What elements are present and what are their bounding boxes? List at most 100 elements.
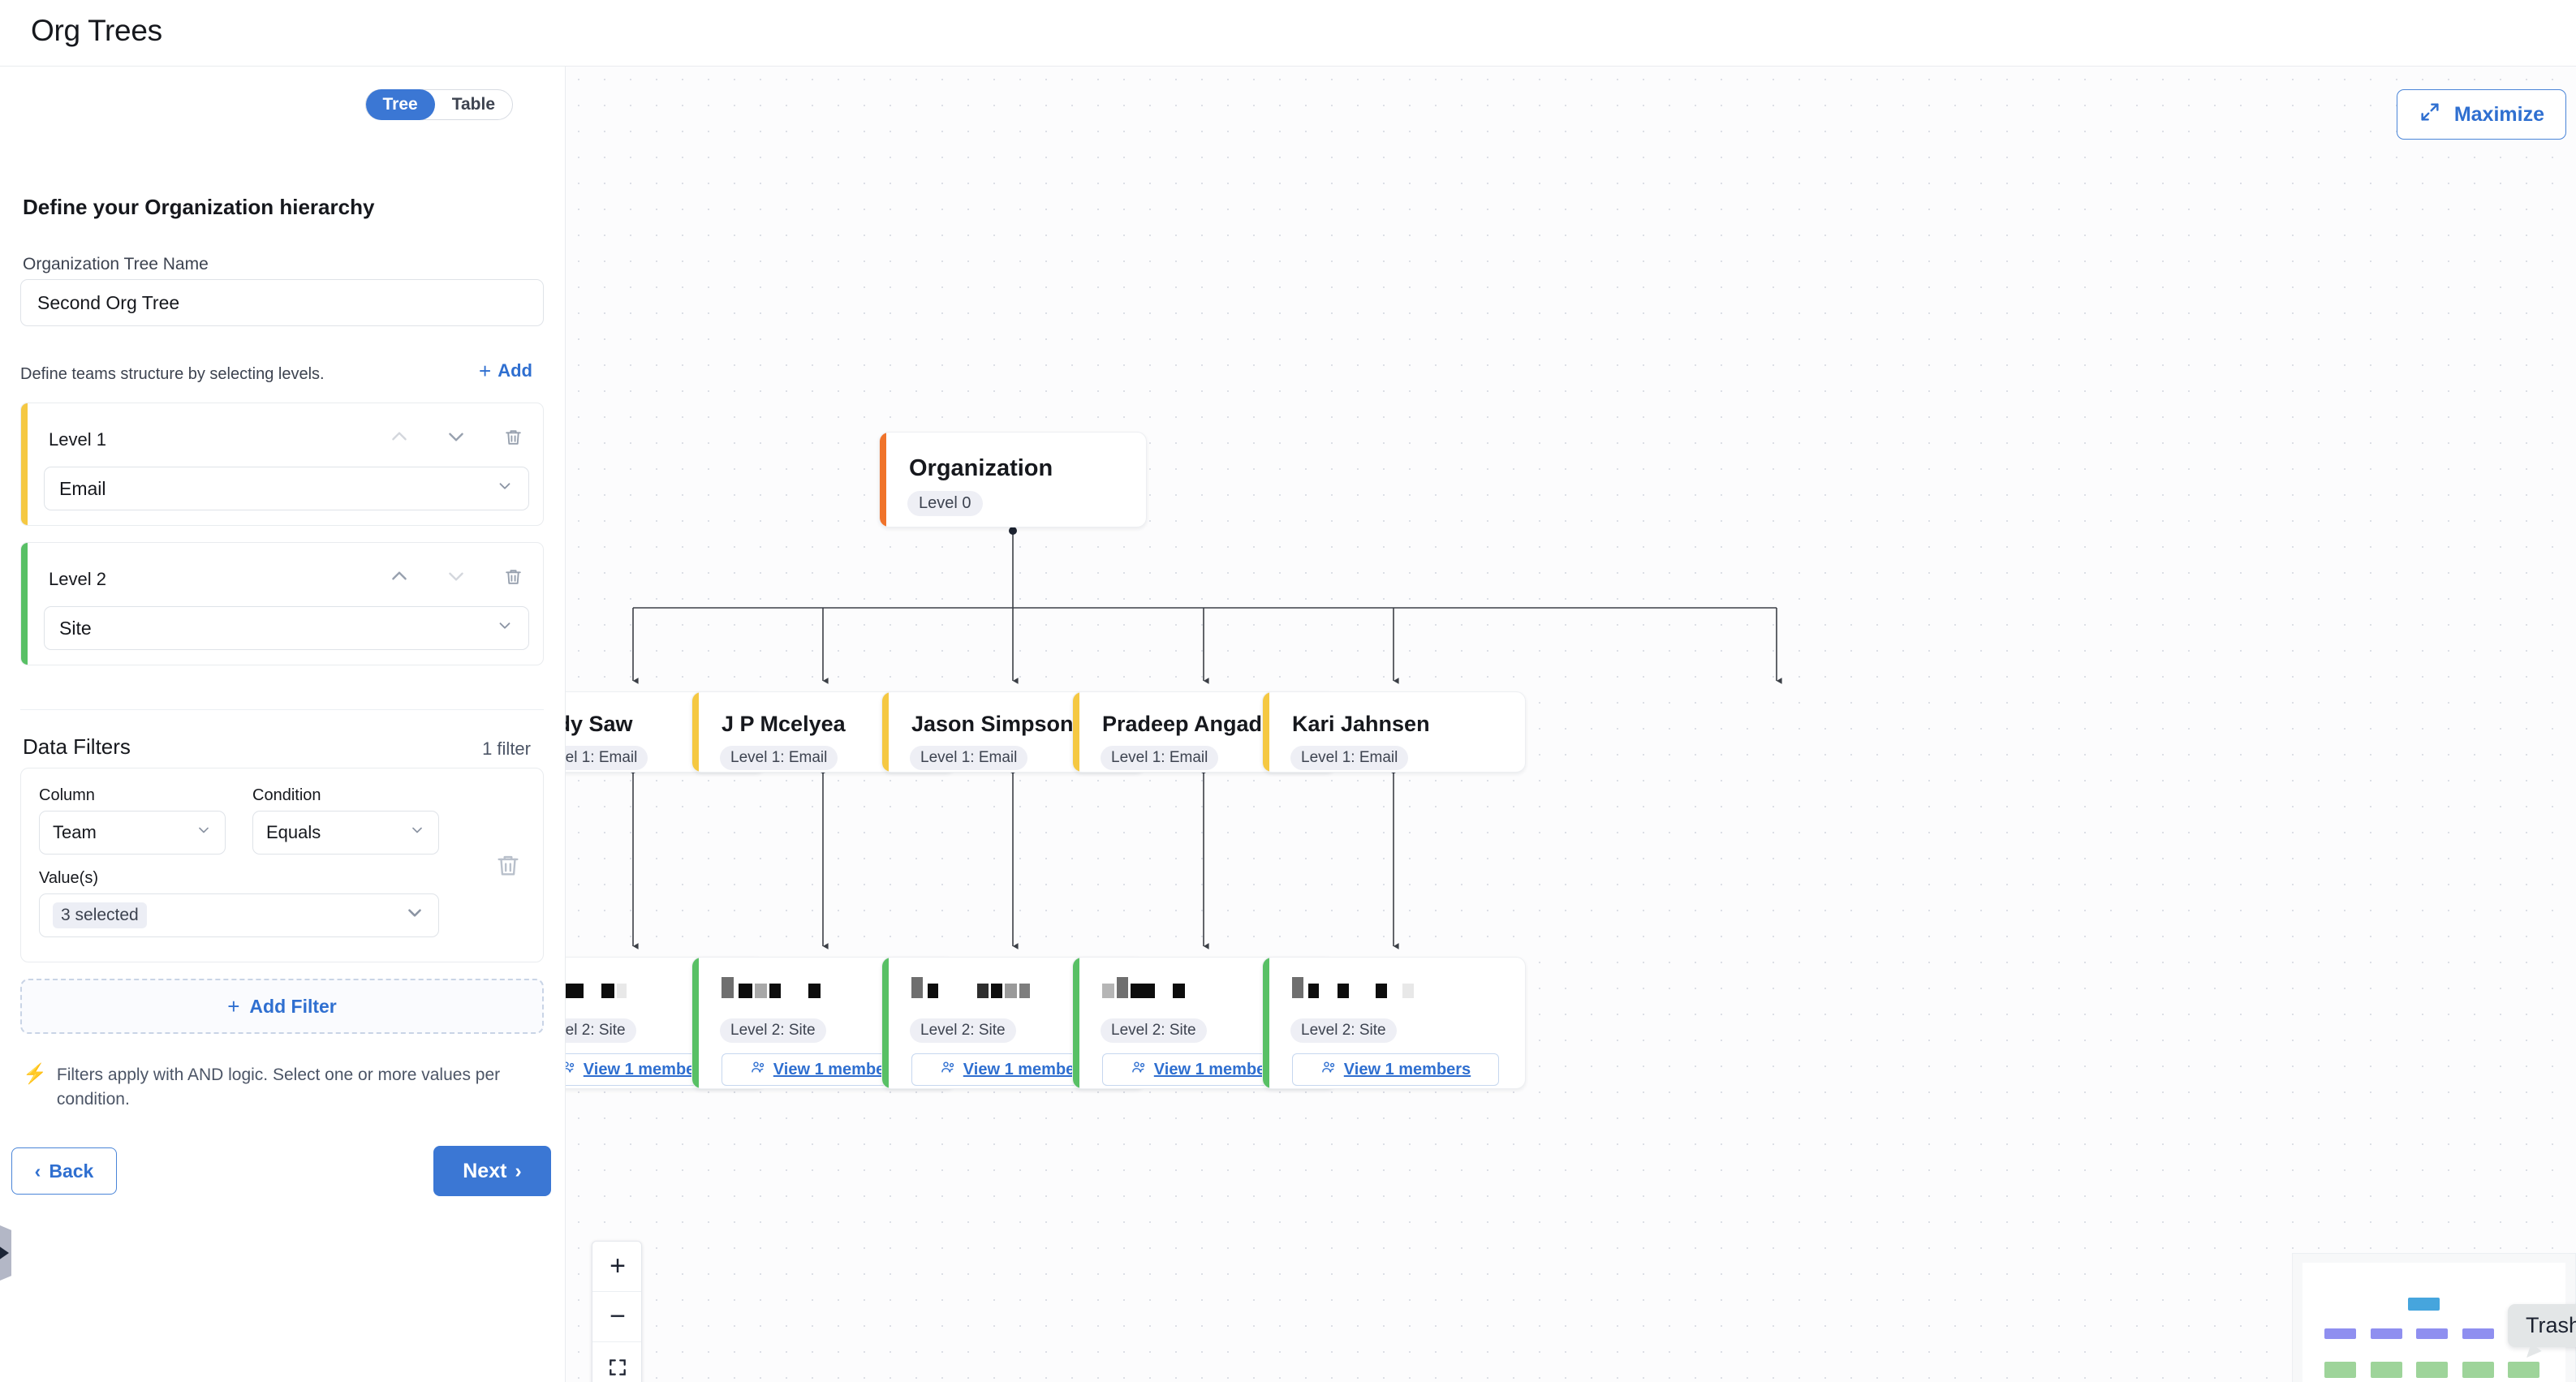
level-title: Level 1 [49, 429, 106, 450]
node-title: Organization [909, 455, 1053, 481]
members-icon [1320, 1059, 1337, 1080]
level-card-2[interactable]: Level 2 Site [20, 542, 544, 665]
node-stripe [692, 692, 699, 772]
back-button[interactable]: ‹ Back [11, 1147, 117, 1195]
view-mode-toggle: Tree Table [364, 89, 513, 120]
condition-label: Condition [252, 786, 321, 804]
plus-icon: + [227, 994, 240, 1018]
column-select[interactable]: Team [39, 811, 226, 855]
filter-row: Column Team Condition Equals Value(s) 3 … [20, 768, 544, 962]
level-field-select[interactable]: Site [44, 606, 529, 650]
level-stripe [21, 403, 28, 525]
view-members-button[interactable]: View 1 members [1292, 1053, 1499, 1086]
node-level-badge: Level 1: Email [1290, 746, 1409, 770]
node-level-badge: Level 2: Site [910, 1018, 1016, 1043]
next-button[interactable]: Next › [433, 1146, 551, 1196]
add-filter-button[interactable]: + Add Filter [20, 979, 544, 1034]
redacted-node-title [911, 977, 1032, 998]
chevron-left-icon: ‹ [34, 1160, 41, 1182]
node-stripe [692, 958, 699, 1088]
redacted-node-title [566, 977, 629, 998]
chevron-down-icon [409, 822, 425, 843]
back-label: Back [49, 1160, 94, 1182]
node-title: Kari Jahnsen [1292, 712, 1430, 736]
delete-level-icon[interactable] [501, 564, 525, 588]
tree-node-level1[interactable]: Kari Jahnsen Level 1: Email [1262, 691, 1526, 773]
node-stripe [1263, 692, 1269, 772]
node-stripe [1073, 692, 1079, 772]
minimap-node-level2 [2508, 1362, 2539, 1378]
node-stripe [1073, 958, 1079, 1088]
condition-value: Equals [266, 822, 321, 842]
view-members-label: View 1 members [1343, 1060, 1471, 1078]
tree-node-level2[interactable]: Level 2: Site View 1 members [1262, 957, 1526, 1089]
level-field-value: Email [59, 477, 106, 499]
condition-select[interactable]: Equals [252, 811, 439, 855]
level-field-select[interactable]: Email [44, 467, 529, 510]
node-level-badge: Level 2: Site [1290, 1018, 1397, 1043]
minimap-node-level1 [2416, 1328, 2448, 1339]
next-label: Next [463, 1159, 507, 1182]
minimap[interactable] [2292, 1253, 2576, 1382]
minimap-node-level2 [2371, 1362, 2402, 1378]
node-title: Pradeep Angadi [1102, 712, 1269, 736]
delete-filter-icon[interactable] [494, 851, 522, 879]
members-icon [750, 1059, 766, 1080]
zoom-out-button[interactable]: − [592, 1292, 641, 1342]
members-icon [940, 1059, 956, 1080]
move-down-icon[interactable] [444, 424, 468, 449]
values-select[interactable]: 3 selected [39, 893, 439, 937]
move-up-icon[interactable] [387, 564, 411, 588]
minimap-node-level1 [2371, 1328, 2402, 1339]
move-up-icon[interactable] [387, 424, 411, 449]
chevron-down-icon [496, 617, 514, 639]
levels-hint: Define teams structure by selecting leve… [20, 365, 325, 383]
add-filter-label: Add Filter [249, 995, 337, 1017]
chevron-down-icon [496, 477, 514, 500]
delete-level-icon[interactable] [501, 424, 525, 449]
node-level-badge: Level 1: Email [720, 746, 838, 770]
plus-icon: + [479, 359, 492, 383]
column-label: Column [39, 786, 95, 804]
zoom-in-button[interactable]: + [592, 1242, 641, 1292]
tab-tree[interactable]: Tree [365, 89, 435, 120]
chevron-down-icon [404, 902, 425, 928]
add-level-button[interactable]: + Add [479, 360, 532, 381]
members-icon [1131, 1059, 1147, 1080]
node-level-badge: Level 0 [907, 491, 983, 516]
node-stripe [882, 692, 889, 772]
minimap-node-level2 [2416, 1362, 2448, 1378]
redacted-node-title [1102, 977, 1187, 998]
tree-name-input[interactable] [20, 279, 544, 326]
chevron-down-icon [196, 822, 212, 843]
zoom-controls: + − [592, 1241, 642, 1382]
minimap-node-level2 [2324, 1362, 2356, 1378]
tree-node-root[interactable]: Organization Level 0 [879, 432, 1147, 527]
view-members-label: View 1 members [963, 1060, 1091, 1078]
maximize-button[interactable]: Maximize [2396, 89, 2566, 140]
level-card-1[interactable]: Level 1 Email [20, 403, 544, 526]
node-stripe [882, 958, 889, 1088]
fit-view-button[interactable] [592, 1342, 641, 1382]
minimap-node-root [2408, 1298, 2440, 1311]
node-level-badge: Level 1: Email [566, 746, 648, 770]
tree-name-label: Organization Tree Name [23, 255, 209, 273]
tab-table[interactable]: Table [435, 89, 512, 120]
node-level-badge: Level 2: Site [720, 1018, 826, 1043]
node-level-badge: Level 1: Email [1101, 746, 1219, 770]
org-tree-canvas[interactable]: Maximize Organization Level 0 Judy Saw L… [566, 67, 2576, 1382]
trash-tooltip: Trash [2507, 1304, 2576, 1347]
filters-note-text: Filters apply with AND logic. Select one… [56, 1066, 501, 1109]
triangle-right-icon [0, 1246, 9, 1260]
panel-expand-handle[interactable] [0, 1221, 11, 1285]
node-level-badge: Level 2: Site [566, 1018, 636, 1043]
divider [20, 709, 544, 710]
add-level-label: Add [498, 360, 532, 381]
top-bar: Org Trees [0, 0, 2576, 67]
view-members-label: View 1 members [1153, 1060, 1282, 1078]
node-title: Jason Simpson [911, 712, 1074, 736]
move-down-icon[interactable] [444, 564, 468, 588]
values-chip: 3 selected [53, 902, 147, 928]
minimap-node-level2 [2462, 1362, 2494, 1378]
